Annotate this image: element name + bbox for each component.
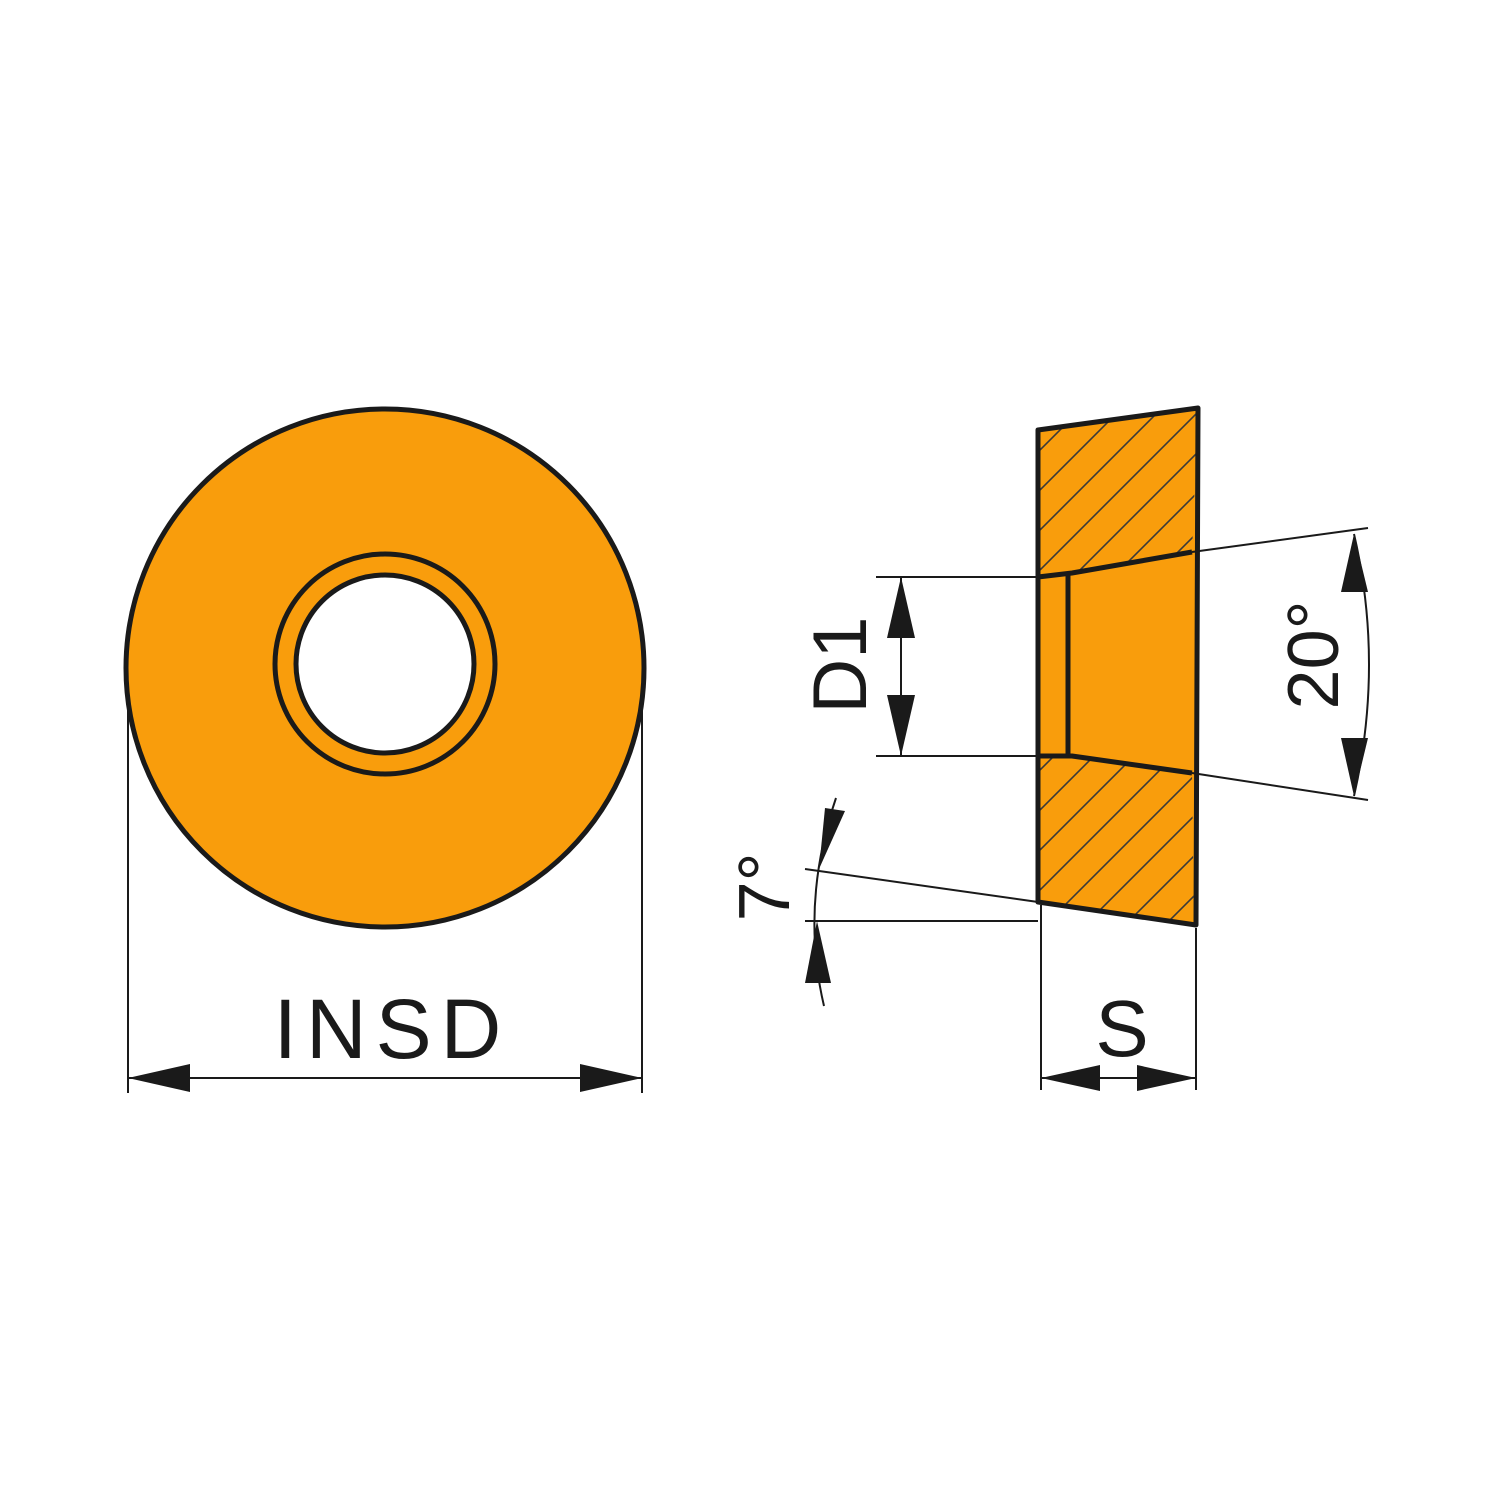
angle-20-arrow-bottom: [1341, 738, 1368, 796]
countersink-circle: [272, 551, 498, 777]
center-hole: [293, 572, 477, 756]
insd-arrow-left: [128, 1064, 190, 1092]
d1-arrow-bottom: [887, 695, 915, 756]
insd-dimension: [127, 690, 643, 1093]
angle-20-arrow-top: [1341, 534, 1368, 592]
s-arrow-left: [1041, 1065, 1100, 1091]
angle-20-extension-bottom: [1191, 772, 1369, 801]
insd-label: INSD: [274, 982, 511, 1076]
s-arrow-right: [1137, 1065, 1196, 1091]
side-outline: [1035, 405, 1201, 928]
angle-7-extension-slant: [804, 868, 1039, 903]
angle-20-label: 20°: [1274, 601, 1354, 710]
angle-20-extension-top: [1191, 527, 1369, 553]
insd-arrow-right: [580, 1064, 642, 1092]
s-label: S: [1095, 984, 1148, 1073]
insert-top-view: [123, 406, 647, 930]
d1-label: D1: [798, 616, 883, 713]
angle-7-label: 7°: [725, 853, 805, 922]
angle-7-arrow-bottom: [805, 921, 831, 983]
angle-7-dimension: [804, 797, 1039, 1007]
side-hole-lines: [1037, 549, 1193, 776]
d1-arrow-top: [887, 577, 915, 638]
side-body: [1038, 408, 1198, 925]
insert-side-view: [1035, 405, 1201, 928]
angle-7-arrow-top: [819, 808, 845, 869]
